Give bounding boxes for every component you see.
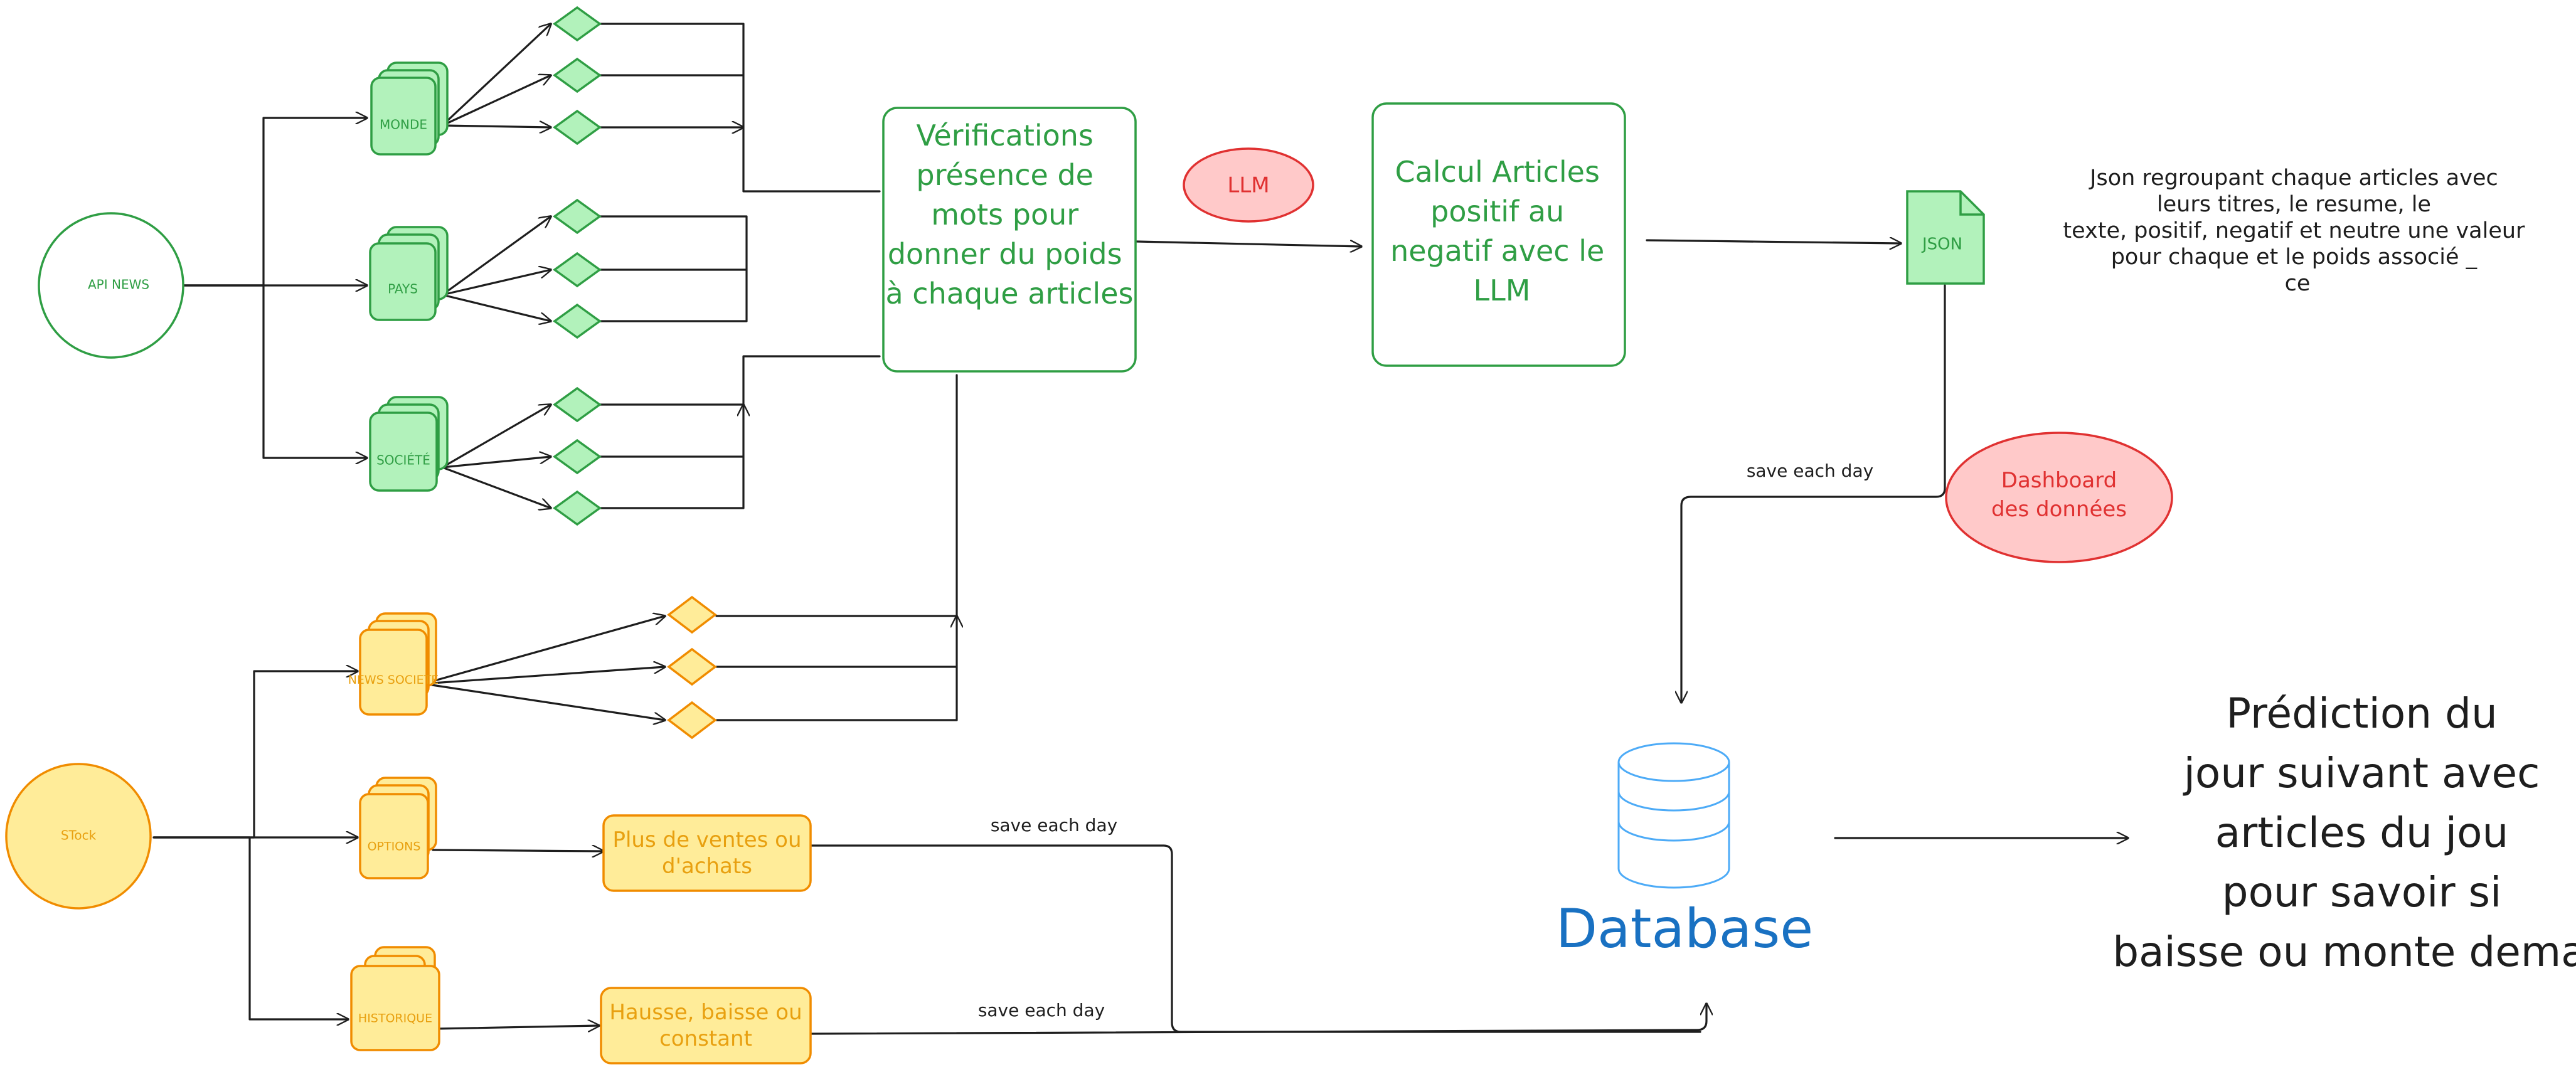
edge-pays-d2	[441, 270, 551, 296]
diamond	[553, 252, 602, 288]
edge-news-d2	[422, 667, 665, 685]
edge-societe-d1	[441, 405, 551, 469]
edge-pays-d3	[441, 294, 551, 321]
verification-box[interactable]: Vérifications présence de mots pour donn…	[882, 107, 1137, 373]
diamond	[553, 490, 602, 526]
diamond	[553, 198, 602, 235]
folder-monde[interactable]: MONDE	[370, 61, 449, 156]
folder-pays[interactable]: PAYS	[369, 226, 449, 321]
folder-historique-label: HISTORIQUE	[358, 1012, 432, 1026]
folder-societe[interactable]: SOCIÉTÉ	[369, 396, 449, 492]
database-node[interactable]: Database	[1556, 742, 1813, 960]
edge-verif-to-calcul	[1136, 242, 1361, 247]
edge-societe-d3	[441, 466, 551, 508]
green-diamonds	[553, 6, 602, 526]
edges	[152, 23, 2128, 1035]
options-box-rect	[602, 814, 812, 892]
folder-pays-icon	[369, 242, 437, 321]
llm-badge-label: LLM	[1227, 173, 1269, 198]
folder-historique-icon	[350, 965, 440, 1051]
verification-box-rect	[882, 107, 1137, 373]
stock-label: STock	[61, 828, 97, 843]
folder-monde-icon	[370, 77, 437, 156]
llm-badge-ellipse	[1183, 147, 1314, 223]
edge-orange-group-to-verif	[715, 374, 957, 721]
edge-options-to-box	[432, 850, 604, 851]
folder-options-label: OPTIONS	[368, 840, 421, 854]
diamond	[553, 57, 602, 93]
verification-box-text: Vérifications présence de mots pour donn…	[886, 119, 1134, 311]
json-note: Json regroupant chaque articles avec leu…	[2063, 166, 2531, 296]
folder-options[interactable]: OPTIONS	[359, 777, 437, 879]
edge-monde-d3	[441, 125, 551, 127]
stock-node[interactable]: STock	[5, 763, 152, 910]
json-file[interactable]: JSON	[1906, 190, 1985, 285]
edge-news-d3	[422, 682, 665, 720]
folder-news-societe[interactable]: NEWS SOCIETE	[348, 612, 439, 716]
folder-monde-label: MONDE	[380, 117, 427, 132]
folder-news-societe-icon	[359, 629, 428, 716]
api-news-circle	[38, 212, 184, 359]
edge-label-json-to-db: save each day	[1747, 460, 1873, 481]
prediction-text: Prédiction du jour suivant avec articles…	[2112, 689, 2576, 976]
folder-societe-icon	[369, 411, 438, 492]
edge-societe-group-to-verif	[599, 355, 881, 509]
edge-monde-group-to-verif	[599, 23, 881, 193]
edge-label-historique-to-db: save each day	[978, 1000, 1105, 1021]
api-news-label: API NEWS	[88, 277, 149, 292]
api-news-node[interactable]: API NEWS	[38, 212, 184, 359]
diamond	[553, 438, 602, 475]
calcul-box[interactable]: Calcul Articles positif au negatif avec …	[1371, 102, 1626, 367]
llm-badge[interactable]: LLM	[1183, 147, 1314, 223]
diamond	[667, 595, 717, 634]
edge-pays-group-to-verif	[599, 215, 748, 322]
diamond	[553, 6, 602, 42]
diamond	[667, 701, 717, 740]
database-label: Database	[1556, 898, 1813, 960]
edge-monde-d2	[441, 75, 551, 127]
calcul-box-text: Calcul Articles positif au negatif avec …	[1390, 155, 1614, 307]
dashboard-badge-ellipse	[1945, 432, 2173, 563]
edge-monde-d1	[441, 24, 551, 127]
diamond	[667, 647, 717, 686]
folder-societe-label: SOCIÉTÉ	[376, 453, 430, 468]
edge-api-to-monde	[161, 118, 367, 287]
edge-historique-to-box	[435, 1026, 599, 1029]
edge-calcul-to-json	[1646, 240, 1901, 243]
diamond	[553, 303, 602, 339]
diamond	[553, 386, 602, 423]
calcul-box-rect	[1371, 102, 1626, 367]
edge-stock-to-historique	[152, 836, 348, 1019]
folder-pays-label: PAYS	[388, 282, 418, 297]
edge-historique-to-db	[809, 1004, 1706, 1035]
database-icon	[1617, 742, 1730, 889]
json-file-label: JSON	[1921, 235, 1962, 254]
folder-options-icon	[359, 793, 429, 879]
edge-stock-to-news	[152, 671, 358, 839]
stock-circle	[5, 763, 152, 910]
edge-news-d1	[422, 616, 665, 685]
edge-label-options-to-db: save each day	[991, 815, 1117, 836]
folder-historique[interactable]: HISTORIQUE	[350, 946, 440, 1051]
orange-diamonds	[667, 595, 717, 740]
edge-pays-d1	[441, 216, 551, 296]
diamond	[553, 109, 602, 146]
historique-box-rect	[600, 987, 812, 1064]
edge-societe-d2	[441, 457, 551, 469]
edge-api-to-societe	[161, 284, 367, 458]
edge-json-to-db	[1681, 284, 1946, 703]
folder-news-societe-label: NEWS SOCIETE	[348, 673, 439, 687]
